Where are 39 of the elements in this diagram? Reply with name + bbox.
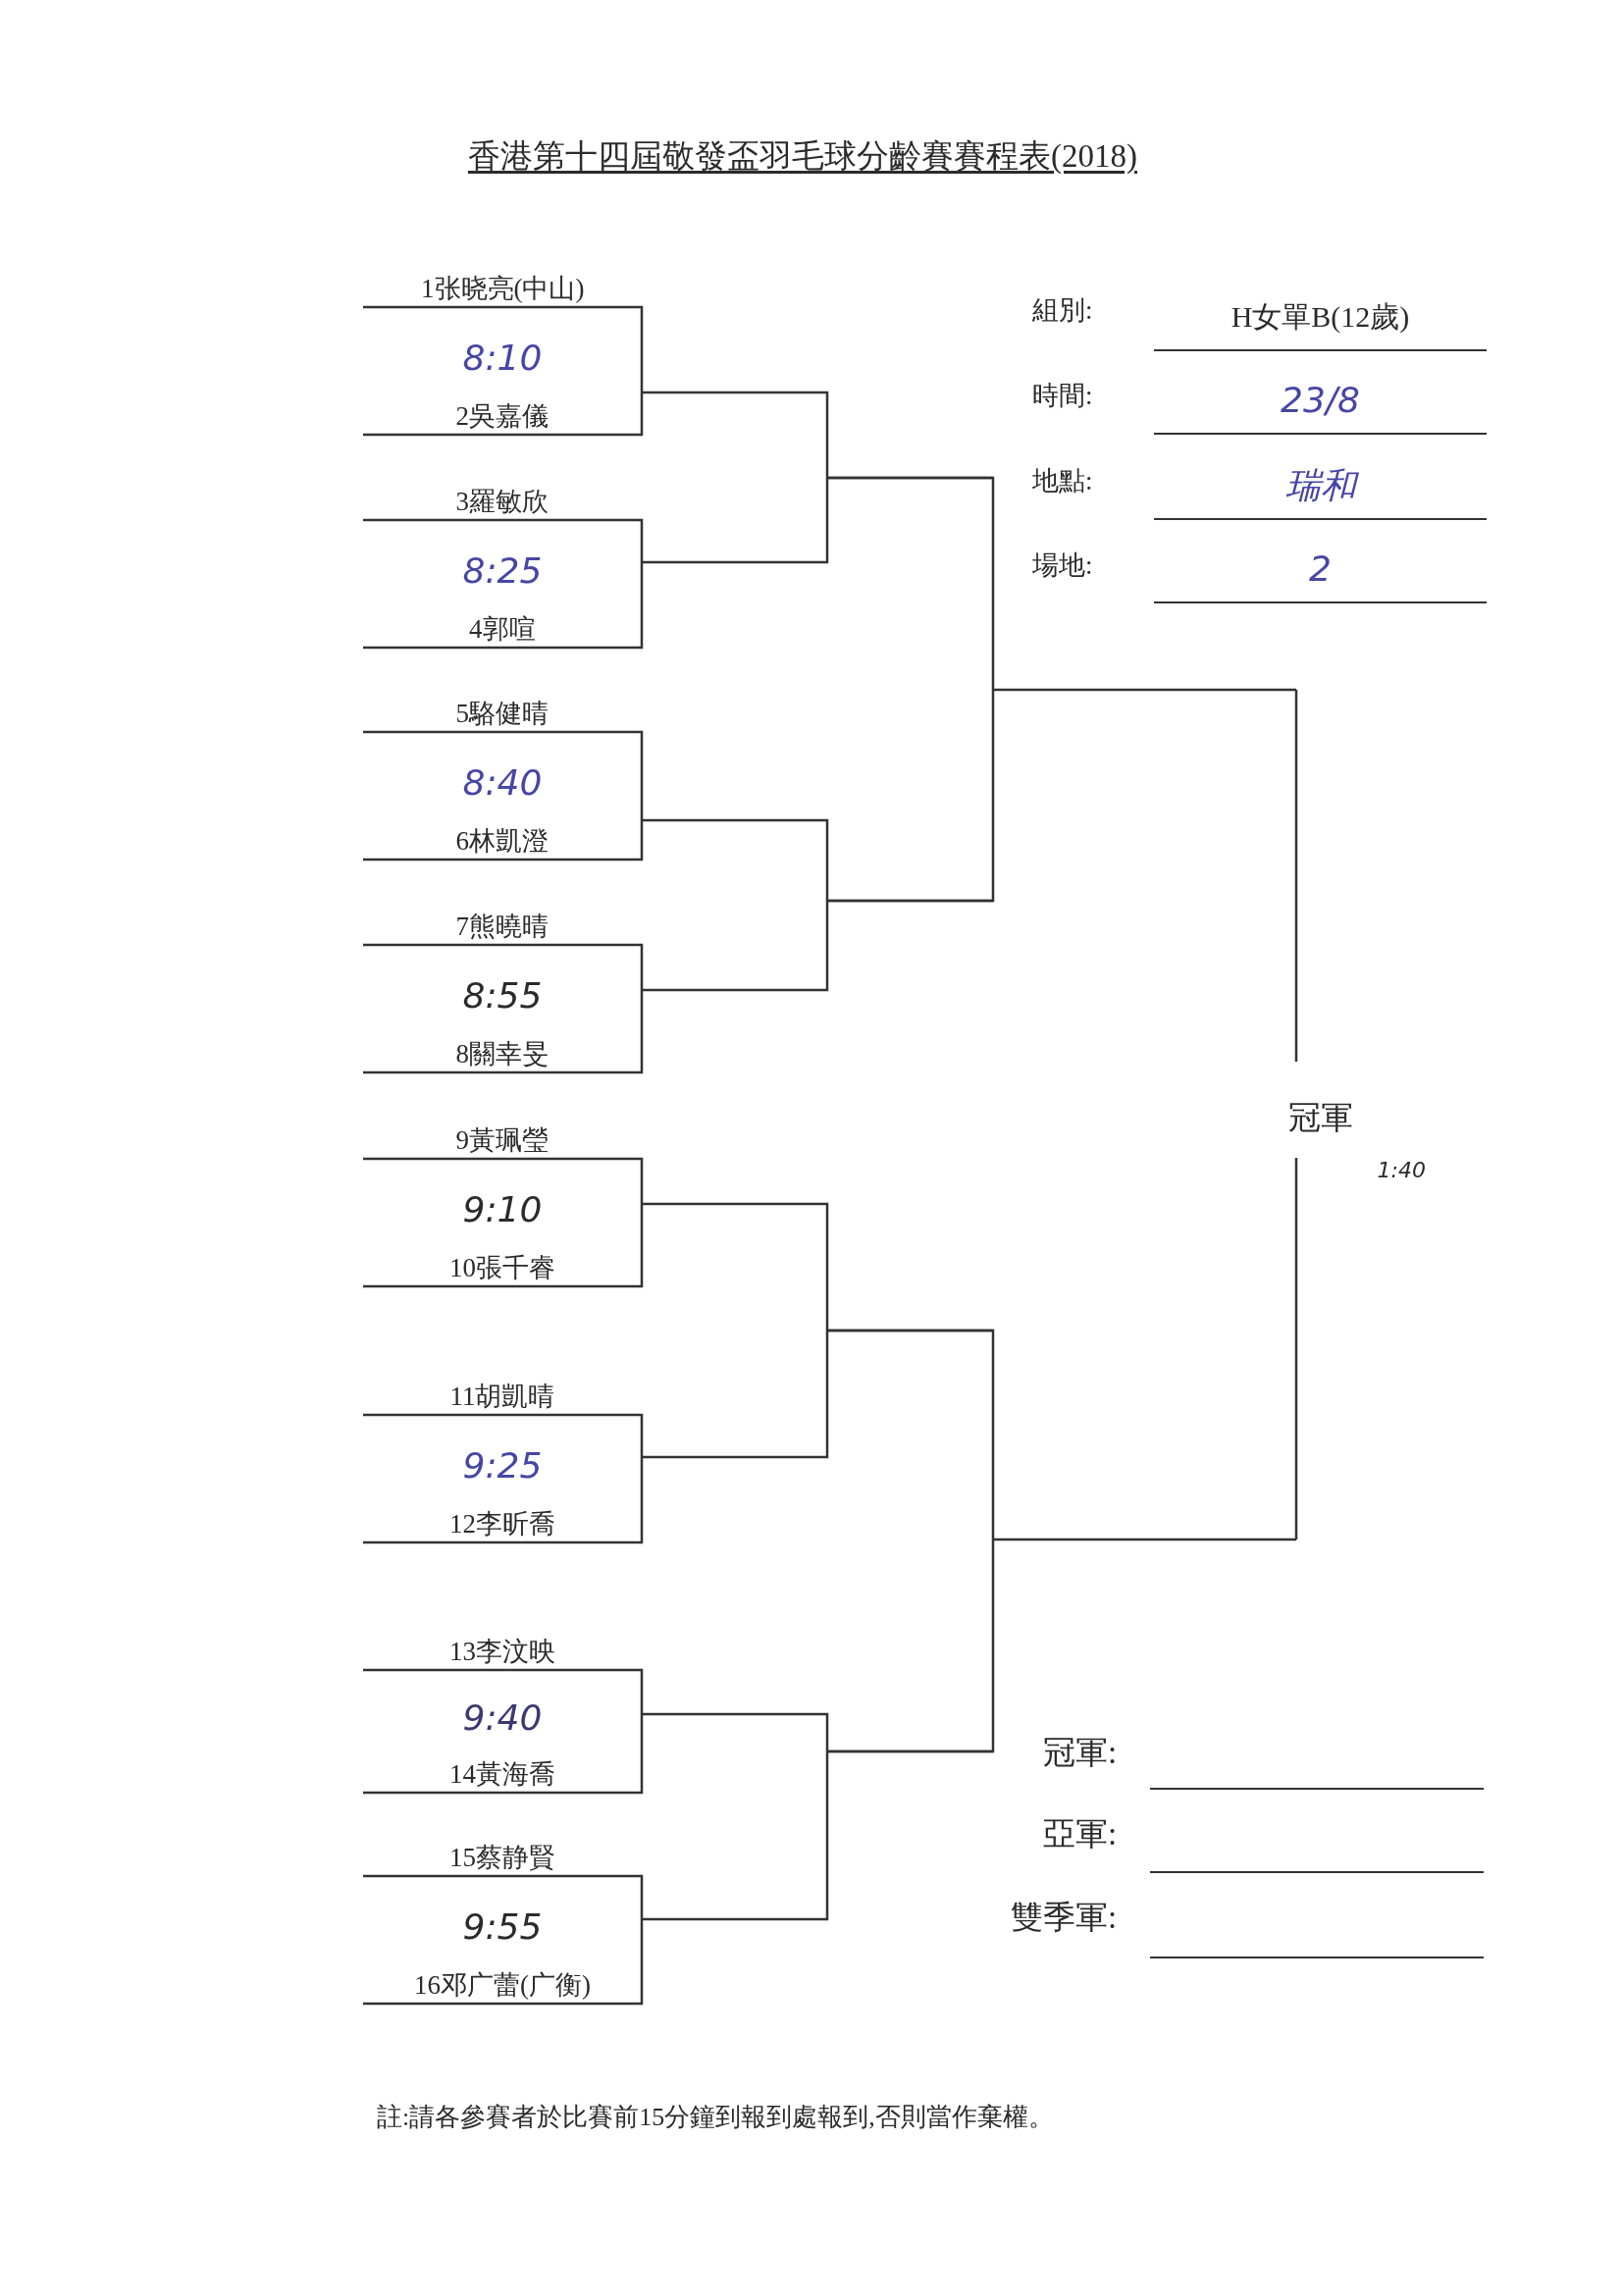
handwritten-time: 9:25 [462,1443,543,1487]
player-name: 10張千睿 [449,1252,555,1284]
title: 香港第十四屆敬發盃羽毛球分齡賽賽程表(2018) [468,137,1137,176]
field-label: 時間: [1032,380,1093,412]
champion-label: 冠軍 [1288,1099,1353,1137]
handwritten-time: 9:10 [462,1187,543,1230]
player-name: 4郭喧 [469,613,536,646]
footnote: 註:請各參賽者於比賽前15分鐘到報到處報到,否則當作棄權。 [377,2101,1054,2132]
player-name: 15蔡静賢 [449,1842,555,1874]
player-name: 3羅敏欣 [455,486,549,518]
field-label: 場地: [1032,549,1093,582]
handwritten-time: 1:40 [1377,1158,1426,1184]
player-name: 1张晓亮(中山) [421,273,585,305]
player-name: 11胡凱晴 [449,1381,555,1413]
player-name: 8關幸旻 [455,1038,549,1070]
fill-in-line: 瑞和 [1154,455,1487,520]
handwritten-time: 8:25 [462,548,543,592]
player-name: 14黃海喬 [449,1758,555,1791]
player-name: 5駱健晴 [455,698,549,730]
fill-in-line: 23/8 [1154,370,1487,435]
player-name: 13李汶映 [449,1636,555,1668]
player-name: 12李昕喬 [449,1508,555,1540]
result-label: 亞軍: [1043,1815,1118,1853]
handwritten-time: 8:10 [462,336,543,379]
handwritten-time: 9:40 [462,1696,543,1740]
result-label: 雙季軍: [1011,1899,1118,1937]
player-name: 2吳嘉儀 [455,400,549,433]
fill-in-line: H女單B(12歲) [1154,287,1487,351]
field-label: 地點: [1032,465,1093,497]
handwritten-time: 9:55 [462,1905,543,1948]
player-name: 6林凱澄 [455,825,549,858]
player-name: 16邓广蕾(广衡) [414,1969,591,2002]
player-name: 7熊曉晴 [455,911,549,943]
handwritten-time: 8:55 [462,973,543,1017]
result-label: 冠軍: [1043,1734,1118,1772]
field-label: 組別: [1032,294,1093,327]
handwritten-time: 8:40 [462,760,543,804]
player-name: 9黃珮瑩 [455,1124,549,1157]
fill-in-line: 2 [1154,539,1487,603]
